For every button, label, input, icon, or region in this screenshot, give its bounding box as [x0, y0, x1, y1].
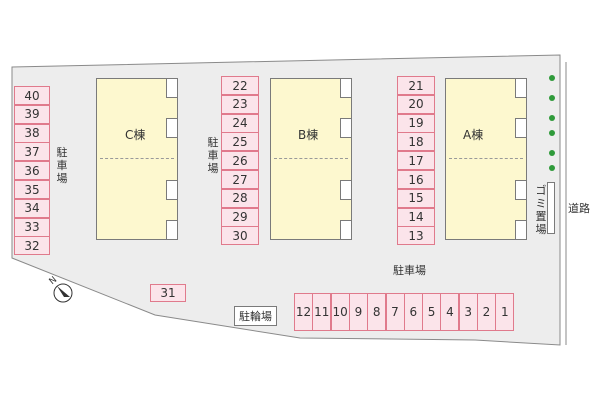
parking-stall-24: 24	[221, 113, 259, 133]
tree-icon	[549, 115, 555, 121]
balcony	[515, 220, 527, 240]
parking-stall-22: 22	[221, 76, 259, 95]
parking-stall-23: 23	[221, 94, 259, 114]
balcony	[166, 118, 178, 138]
parking-stall-19: 19	[397, 113, 435, 133]
parking-stall-35: 35	[14, 180, 50, 199]
parking-stall-17: 17	[397, 151, 435, 171]
parking-stall-9: 9	[348, 293, 368, 331]
parking-stall-13: 13	[397, 226, 435, 246]
unit-divider	[274, 158, 348, 159]
balcony	[340, 118, 352, 138]
parking-stall-5: 5	[422, 293, 442, 331]
parking-stall-12: 12	[294, 293, 313, 331]
tree-icon	[549, 150, 555, 156]
parking-stall-32: 32	[14, 236, 50, 256]
parking-label-middle: 駐車場	[207, 136, 219, 175]
parking-stall-7: 7	[385, 293, 405, 331]
tree-icon	[549, 95, 555, 101]
building-a-label: A棟	[463, 128, 484, 142]
parking-stall-31: 31	[150, 284, 186, 302]
parking-stall-16: 16	[397, 170, 435, 189]
parking-stall-38: 38	[14, 123, 50, 143]
balcony	[340, 220, 352, 240]
garbage-label: ゴミ置場	[535, 184, 547, 236]
balcony	[515, 180, 527, 200]
parking-stall-27: 27	[221, 170, 259, 189]
building-c	[96, 78, 178, 240]
balcony	[166, 78, 178, 98]
balcony	[515, 118, 527, 138]
parking-stall-1: 1	[495, 293, 515, 331]
building-c-label: C棟	[125, 128, 146, 142]
road-label: 道路	[568, 202, 590, 215]
north-arrow-icon	[53, 283, 73, 303]
parking-stall-11: 11	[312, 293, 332, 331]
tree-icon	[549, 75, 555, 81]
tree-icon	[549, 165, 555, 171]
parking-stall-34: 34	[14, 198, 50, 218]
parking-stall-28: 28	[221, 188, 259, 208]
garbage-area	[547, 182, 555, 234]
parking-stall-20: 20	[397, 94, 435, 114]
parking-stall-30: 30	[221, 226, 259, 246]
parking-stall-25: 25	[221, 132, 259, 152]
parking-label-left: 駐車場	[56, 146, 68, 185]
building-b	[270, 78, 352, 240]
parking-stall-4: 4	[440, 293, 460, 331]
parking-stall-6: 6	[403, 293, 423, 331]
parking-stall-3: 3	[458, 293, 478, 331]
balcony	[166, 180, 178, 200]
parking-stall-26: 26	[221, 151, 259, 171]
parking-stall-2: 2	[477, 293, 496, 331]
balcony	[340, 180, 352, 200]
parking-stall-10: 10	[330, 293, 350, 331]
parking-stall-39: 39	[14, 104, 50, 124]
parking-stall-37: 37	[14, 142, 50, 162]
tree-icon	[549, 130, 555, 136]
building-a	[445, 78, 527, 240]
unit-divider	[100, 158, 174, 159]
parking-label-main: 駐車場	[393, 264, 426, 277]
parking-stall-21: 21	[397, 76, 435, 95]
parking-stall-40: 40	[14, 86, 50, 105]
parking-stall-14: 14	[397, 207, 435, 227]
parking-stall-15: 15	[397, 188, 435, 208]
parking-stall-18: 18	[397, 132, 435, 152]
parking-stall-8: 8	[367, 293, 387, 331]
building-b-label: B棟	[298, 128, 319, 142]
unit-divider	[449, 158, 523, 159]
balcony	[340, 78, 352, 98]
balcony	[515, 78, 527, 98]
balcony	[166, 220, 178, 240]
parking-stall-29: 29	[221, 207, 259, 227]
bicycle-parking-label: 駐輪場	[234, 306, 277, 326]
parking-stall-33: 33	[14, 217, 50, 237]
parking-stall-36: 36	[14, 161, 50, 181]
